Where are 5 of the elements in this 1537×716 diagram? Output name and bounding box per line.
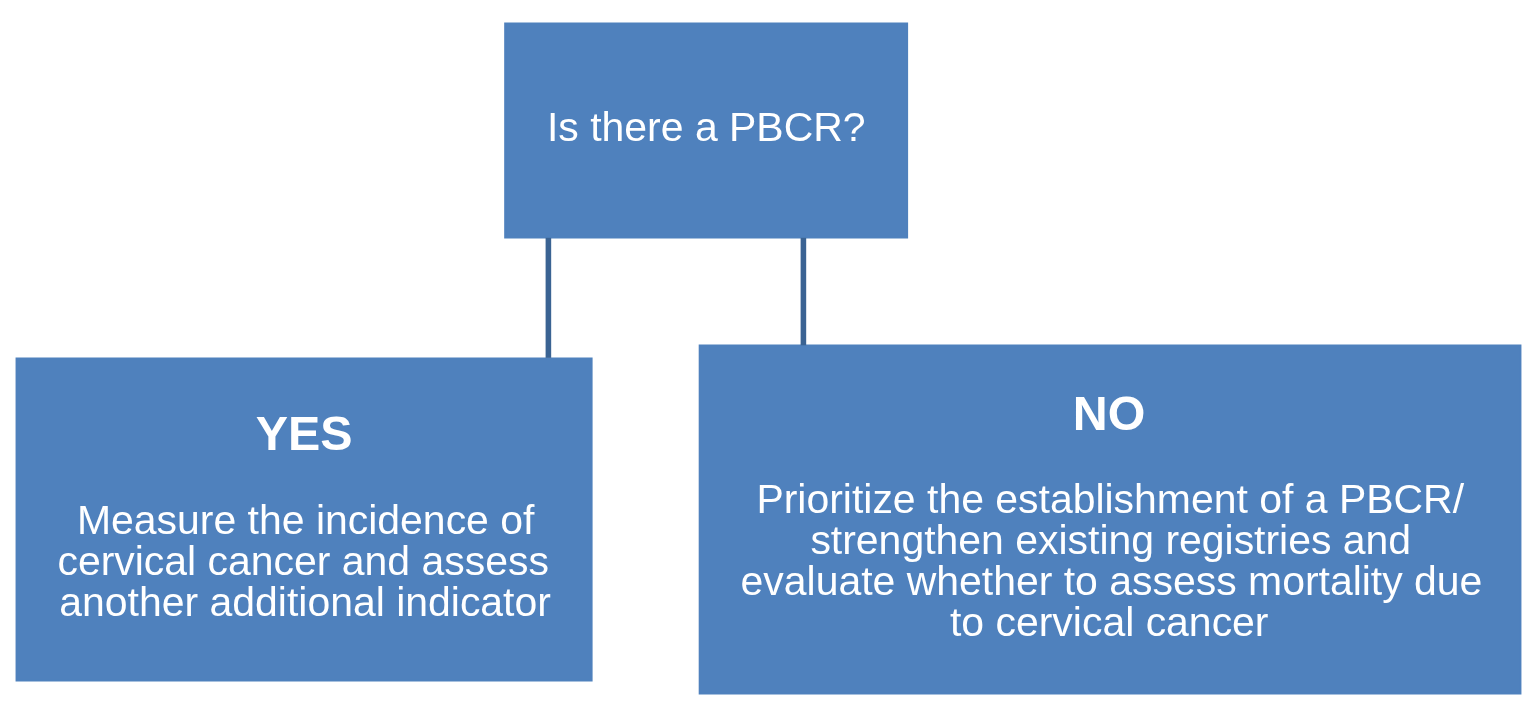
node-box: YES Measure the incidence of cervical cancer and assess another additional indicator — [15, 357, 593, 681]
node-box: NO Prioritize the establishment of a PBCR/ strengthen existing registries and evaluate whether to assess mortality due to cervical cancer — [698, 344, 1522, 694]
node-box: Is there a PBCR? — [504, 22, 909, 238]
connector — [545, 237, 552, 358]
connector — [800, 237, 807, 345]
